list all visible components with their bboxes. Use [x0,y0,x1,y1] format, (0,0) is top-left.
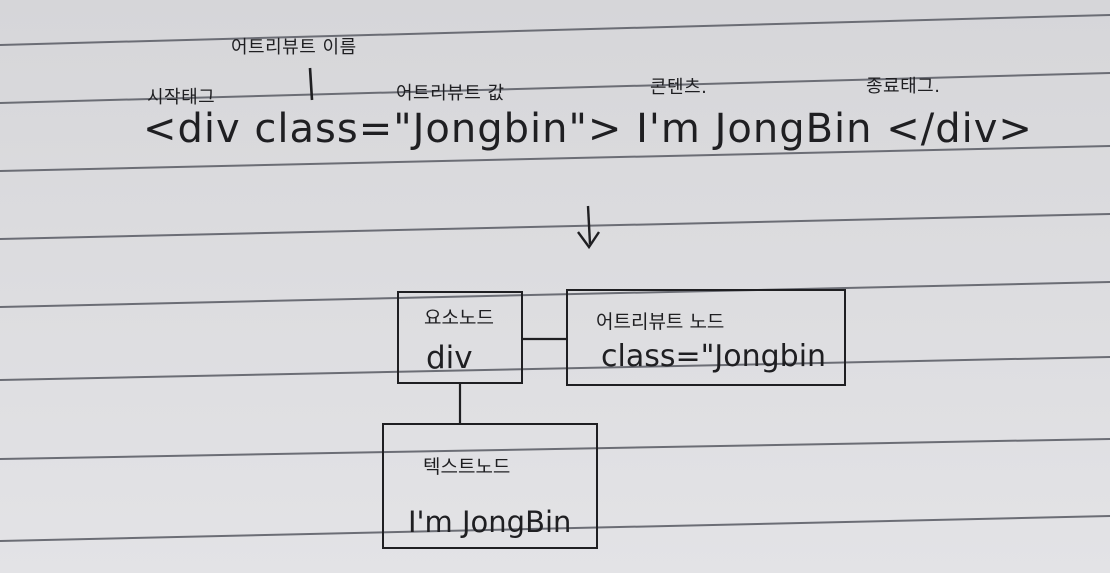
arrow-head [577,231,600,250]
ruled-line [0,14,1110,46]
ruled-line [0,72,1110,104]
ruled-line [0,515,1110,542]
arrow-shaft [586,205,592,245]
html-source-code: <div class="Jongbin"> I'm JongBin </div> [143,106,1033,152]
ruled-line [0,356,1110,381]
attribute-value-annotation: 어트리뷰트 값 [396,83,505,104]
attribute-node-title: 어트리뷰트 노드 [596,311,725,333]
attribute-node-value: class="Jongbin [601,339,827,374]
text-node-title: 텍스트노드 [423,456,511,478]
text-node-value: I'm JongBin [408,505,572,539]
attribute-name-annotation: 어트리뷰트 이름 [231,37,357,58]
pointer-line [308,67,314,101]
ruled-line [0,438,1110,460]
element-node-box: 요소노드 div [397,291,523,384]
ruled-line [0,145,1110,172]
content-annotation: 콘텐츠. [650,77,708,98]
ruled-line [0,281,1110,308]
element-node-value: div [426,340,473,376]
element-node-title: 요소노드 [424,307,494,329]
end-tag-annotation: 종료태그. [866,76,941,97]
start-tag-annotation: 시작태그 [147,87,216,108]
text-node-box: 텍스트노드 I'm JongBin [382,423,598,549]
attribute-node-box: 어트리뷰트 노드 class="Jongbin [566,289,846,386]
ruled-line [0,213,1110,240]
